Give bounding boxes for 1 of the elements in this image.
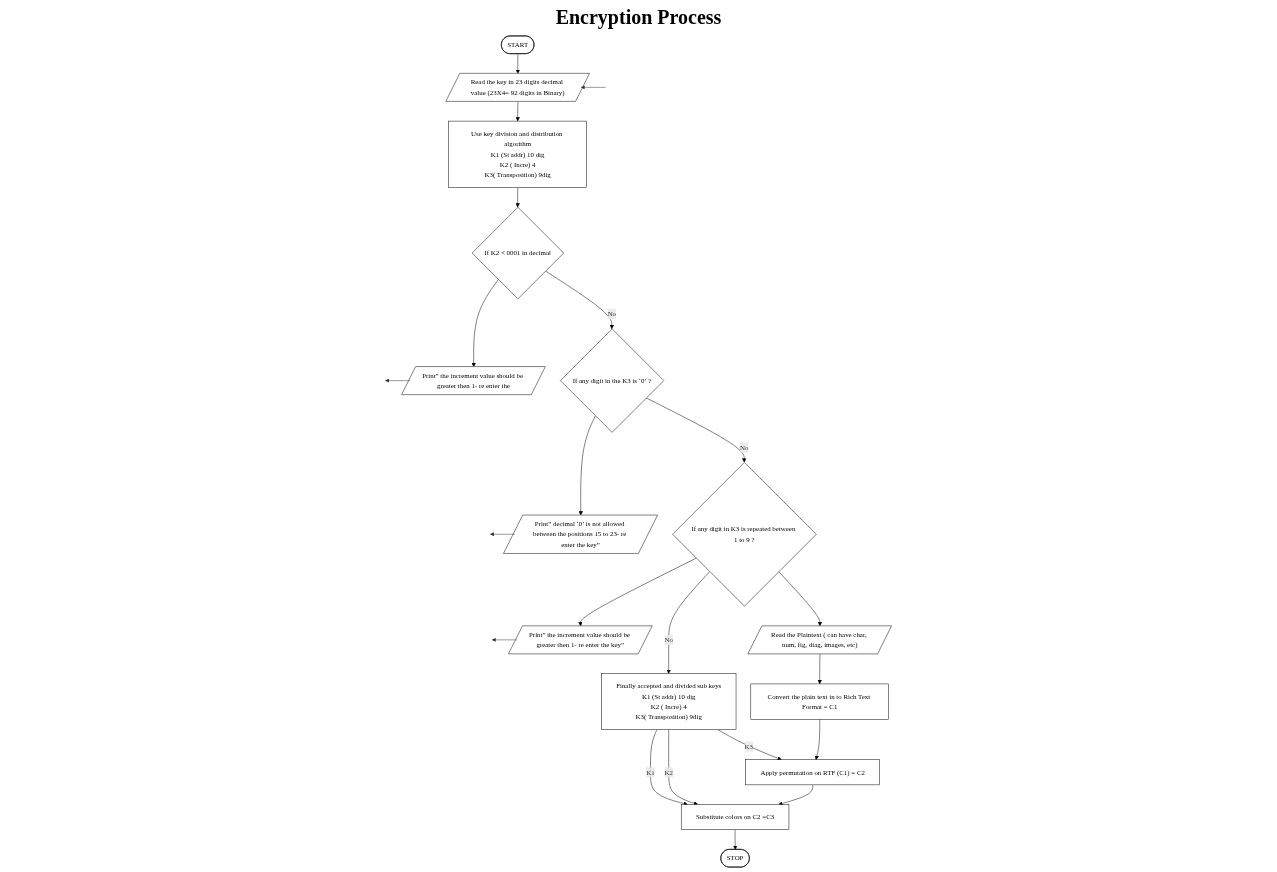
diagram-title: Encryption Process (555, 6, 722, 29)
